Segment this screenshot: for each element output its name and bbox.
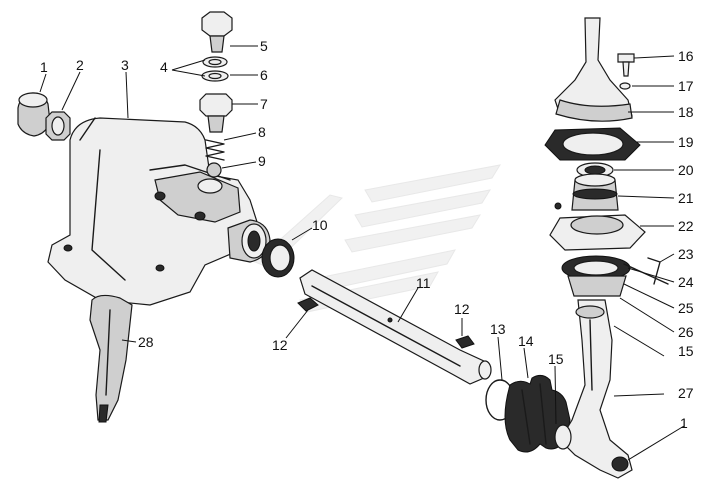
part-20-ring (576, 162, 614, 178)
part-7-plug (199, 93, 233, 133)
part-1-cap (17, 92, 51, 137)
part-14-boot (504, 374, 571, 453)
callout-23: 23 (678, 246, 694, 262)
callout-4: 4 (160, 59, 168, 75)
callout-26: 26 (678, 324, 694, 340)
callout-16: 16 (678, 48, 694, 64)
callout-3: 3 (121, 57, 129, 73)
part-2-nut (45, 111, 71, 141)
callout-28: 28 (138, 334, 154, 350)
callout-2: 2 (76, 57, 84, 73)
callout-15-lower: 15 (548, 351, 564, 367)
callout-1-top-left: 1 (40, 59, 48, 75)
part-12-key-b (455, 335, 475, 349)
part-21-bearing (571, 173, 619, 211)
callout-22: 22 (678, 218, 694, 234)
part-12-key-a (297, 297, 319, 312)
callout-11: 11 (416, 275, 431, 291)
callout-14: 14 (518, 333, 534, 349)
part-6-washers (201, 56, 229, 82)
part-24-joint-housing (561, 255, 669, 297)
callout-9: 9 (258, 153, 266, 169)
callout-12-right: 12 (454, 301, 470, 317)
part-3-housing (47, 117, 271, 306)
callout-numbers: 1 2 3 4 5 6 7 8 9 10 11 12 12 13 14 15 1… (40, 38, 694, 431)
leader-lines (39, 45, 685, 461)
part-19-gasket (544, 127, 641, 161)
watermark-logo (254, 164, 502, 313)
callout-20: 20 (678, 162, 694, 178)
callout-25: 25 (678, 300, 694, 316)
callout-12-left: 12 (272, 337, 288, 353)
callout-6: 6 (260, 67, 268, 83)
callout-13: 13 (490, 321, 506, 337)
part-9-ball (206, 162, 222, 178)
part-16-screw (617, 53, 635, 77)
callout-7: 7 (260, 96, 268, 112)
callout-24: 24 (678, 274, 694, 290)
part-28-bracket (89, 294, 133, 423)
part-8-spring (205, 139, 225, 161)
callout-19: 19 (678, 134, 694, 150)
callout-8: 8 (258, 124, 266, 140)
part-27-lever (554, 299, 633, 479)
part-11-shaft (299, 269, 492, 385)
callout-27: 27 (678, 385, 694, 401)
callout-21: 21 (678, 190, 694, 206)
part-18-cover (554, 17, 633, 122)
callout-17: 17 (678, 78, 694, 94)
callout-1-bottom-right: 1 (680, 415, 688, 431)
part-5-bolt (201, 11, 233, 53)
callout-5: 5 (260, 38, 268, 54)
callout-10: 10 (312, 217, 328, 233)
callout-18: 18 (678, 104, 694, 120)
part-10-seal (261, 238, 295, 278)
part-22-flange (549, 202, 646, 251)
part-17-washer (619, 82, 631, 90)
callout-15-right: 15 (678, 343, 694, 359)
